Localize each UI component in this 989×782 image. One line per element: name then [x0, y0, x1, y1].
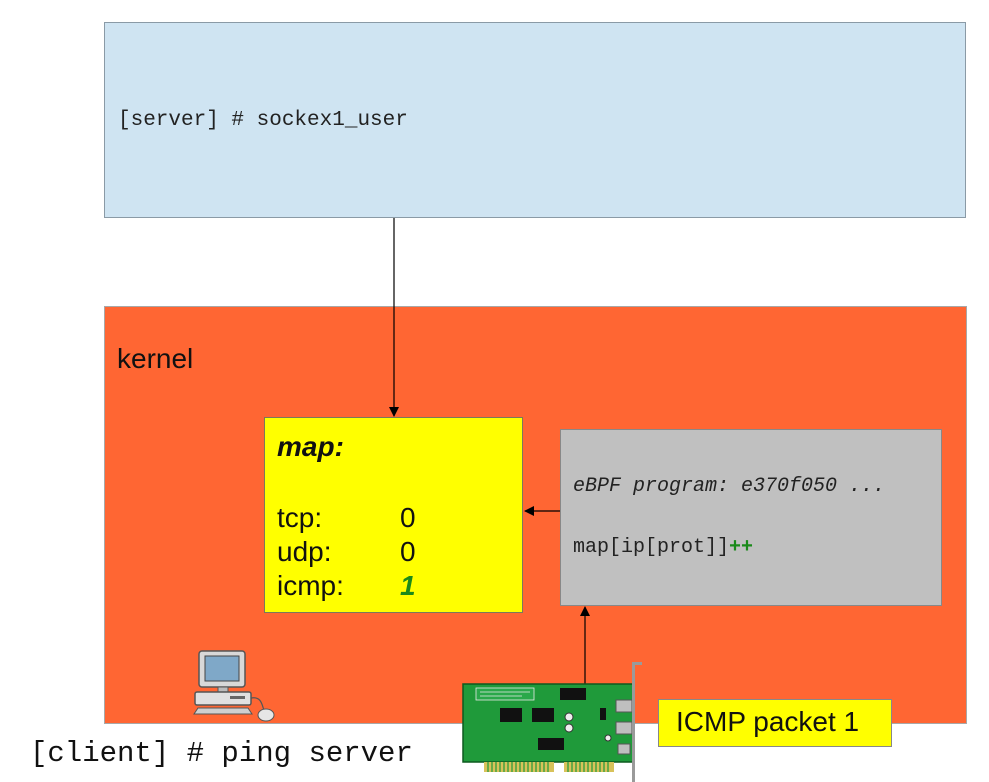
- map-key-udp: udp:: [277, 536, 332, 567]
- ebpf-increment-operator: ++: [729, 536, 754, 559]
- map-value-udp: 0: [400, 536, 416, 567]
- server-command: [server] # sockex1_user: [118, 109, 408, 132]
- ebpf-code-line: map[ip[prot]]++: [573, 536, 753, 559]
- map-key-tcp: tcp:: [277, 502, 323, 533]
- ebpf-program-box: [560, 429, 942, 606]
- kernel-label: kernel: [117, 343, 194, 374]
- client-command: [client] # ping server: [30, 737, 413, 770]
- network-card-icon: [462, 662, 642, 782]
- user-space-box: [104, 22, 966, 218]
- packet-label: ICMP packet 1: [676, 706, 860, 737]
- map-box: [264, 417, 523, 613]
- ebpf-code-text: map[ip[prot]]: [573, 536, 730, 559]
- map-title: map:: [277, 431, 344, 462]
- map-value-tcp: 0: [400, 502, 416, 533]
- map-value-icmp: 1: [400, 570, 416, 601]
- packet-label-box: [658, 699, 892, 747]
- map-key-icmp: icmp:: [277, 570, 344, 601]
- computer-icon: [193, 650, 275, 722]
- ebpf-program-label: eBPF program: e370f050 ...: [573, 475, 886, 498]
